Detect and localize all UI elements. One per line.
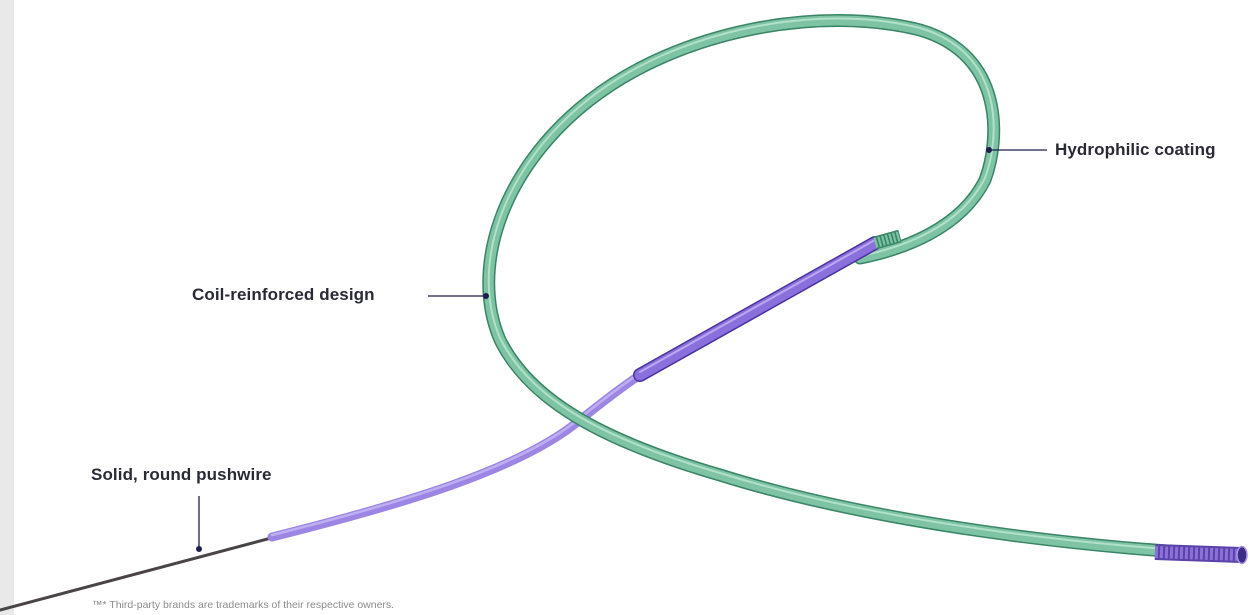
- coil-loop: [489, 21, 1240, 555]
- hydrophilic-callout-dot: [986, 147, 992, 153]
- trademark-footnote: ™* Third-party brands are trademarks of …: [92, 599, 394, 611]
- purple-transition-sheath: [272, 375, 640, 537]
- hydrophilic-coating-label: Hydrophilic coating: [1055, 140, 1216, 160]
- pushwire-callout-dot: [196, 546, 202, 552]
- pushwire-label: Solid, round pushwire: [91, 465, 272, 485]
- coil-callout-dot: [483, 293, 489, 299]
- coil-reinforced-label: Coil-reinforced design: [192, 285, 375, 305]
